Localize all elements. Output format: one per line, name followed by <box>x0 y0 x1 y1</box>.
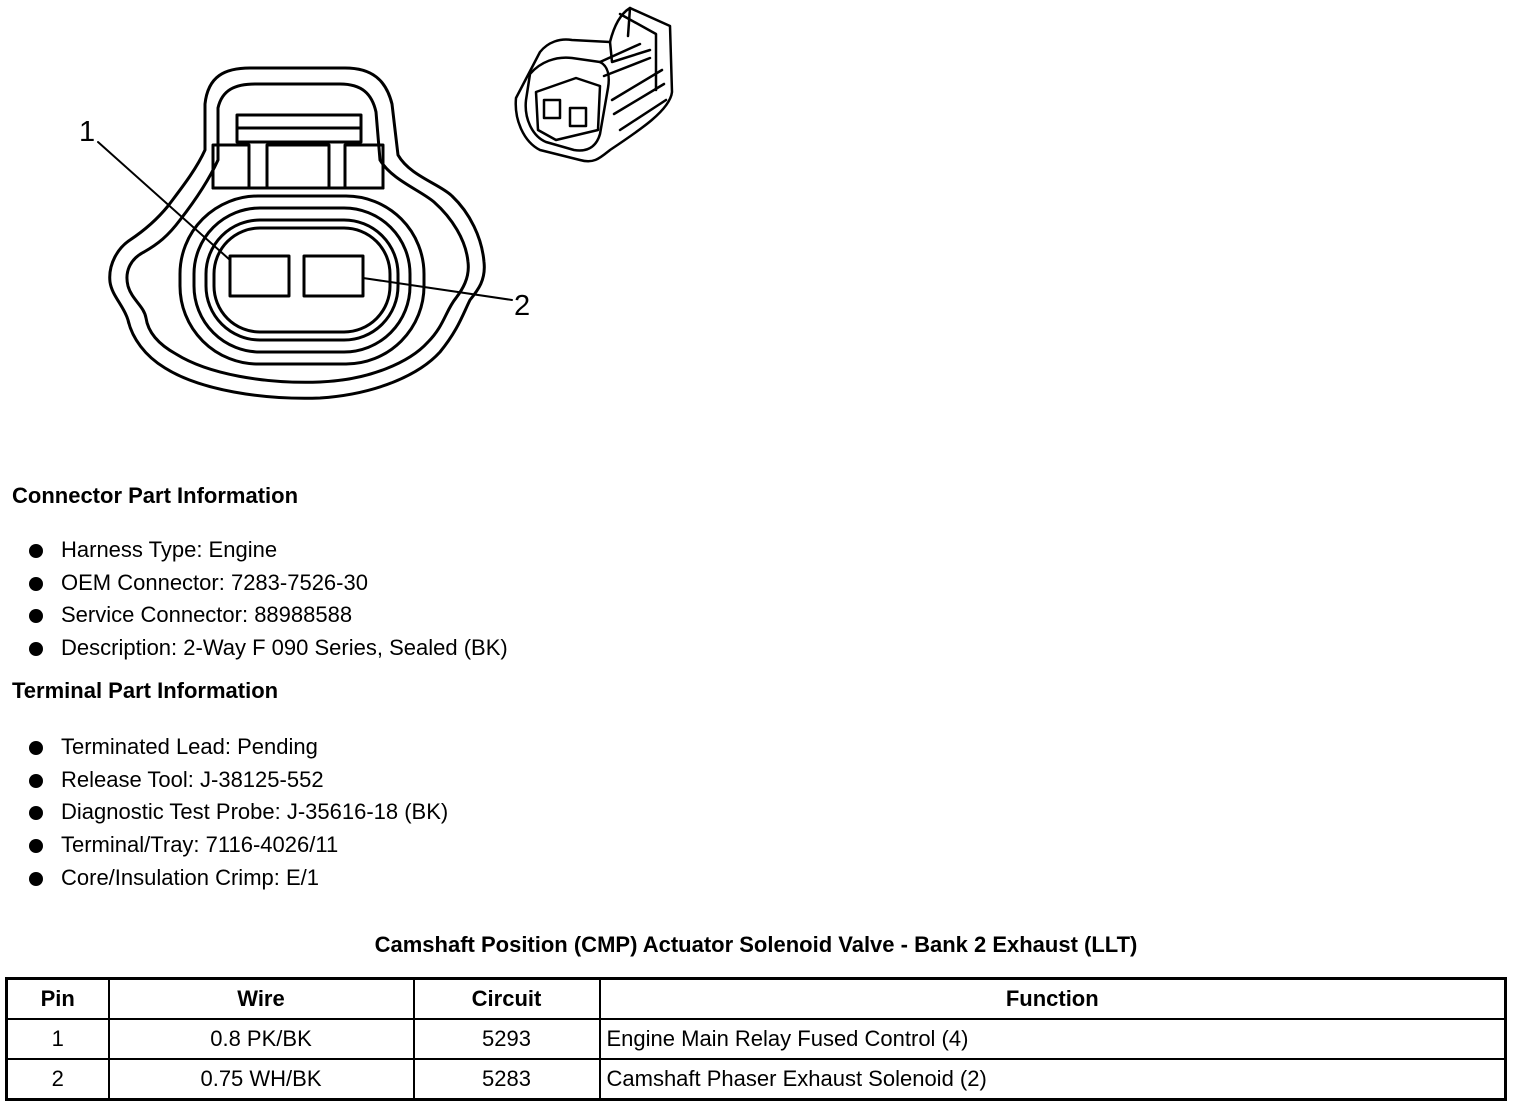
seal-ring <box>204 218 400 342</box>
list-item: Description: 2-Way F 090 Series, Sealed … <box>0 632 508 665</box>
wire-cell: 0.75 WH/BK <box>107 1058 415 1101</box>
connector-housing-inner <box>125 82 470 384</box>
connector-face-diagram <box>97 6 674 400</box>
wire-cell: 0.8 PK/BK <box>107 1018 415 1060</box>
column-header-function: Function <box>598 977 1507 1020</box>
list-item: OEM Connector: 7283-7526-30 <box>0 567 508 600</box>
callout-leader-2 <box>362 277 513 301</box>
list-item: Terminal/Tray: 7116-4026/11 <box>0 829 448 862</box>
circuit-cell: 5293 <box>412 1018 601 1060</box>
pin-table-title: Camshaft Position (CMP) Actuator Solenoi… <box>374 932 1138 957</box>
connector-part-info-heading: Connector Part Information <box>12 483 299 508</box>
table-row: 1 0.8 PK/BK 5293 Engine Main Relay Fused… <box>5 1018 1507 1060</box>
column-header-circuit: Circuit <box>412 977 601 1020</box>
function-cell: Camshaft Phaser Exhaust Solenoid (2) <box>598 1058 1507 1101</box>
pin-cell: 2 <box>5 1058 110 1101</box>
callout-leader-1 <box>97 141 231 261</box>
callout-label-1: 1 <box>79 116 96 148</box>
seal-ring <box>178 194 426 366</box>
circuit-cell: 5283 <box>412 1058 601 1101</box>
terminal-part-info-heading: Terminal Part Information <box>12 678 279 703</box>
list-item: Terminated Lead: Pending <box>0 731 448 764</box>
terminal-cavity-1 <box>228 254 291 298</box>
list-item: Service Connector: 88988588 <box>0 599 508 632</box>
list-item: Harness Type: Engine <box>0 534 508 567</box>
seal-ring <box>192 206 412 354</box>
pin-cell: 1 <box>5 1018 110 1060</box>
table-header-row: Pin Wire Circuit Function <box>5 977 1507 1020</box>
function-cell: Engine Main Relay Fused Control (4) <box>598 1018 1507 1060</box>
table-row: 2 0.75 WH/BK 5283 Camshaft Phaser Exhaus… <box>5 1058 1507 1101</box>
connector-housing-outer <box>108 66 486 400</box>
connector-part-info-list: Harness Type: Engine OEM Connector: 7283… <box>0 534 508 665</box>
terminal-part-info-list: Terminated Lead: Pending Release Tool: J… <box>0 731 448 894</box>
terminal-cavity-2 <box>302 254 365 298</box>
list-item: Release Tool: J-38125-552 <box>0 764 448 797</box>
column-header-pin: Pin <box>5 977 110 1020</box>
pin-table: Pin Wire Circuit Function 1 0.8 PK/BK 52… <box>5 977 1507 1101</box>
list-item: Diagnostic Test Probe: J-35616-18 (BK) <box>0 796 448 829</box>
connector-isometric-view <box>514 6 674 163</box>
column-header-wire: Wire <box>107 977 415 1020</box>
seal-ring <box>212 226 392 334</box>
callout-label-2: 2 <box>514 290 531 322</box>
list-item: Core/Insulation Crimp: E/1 <box>0 862 448 895</box>
